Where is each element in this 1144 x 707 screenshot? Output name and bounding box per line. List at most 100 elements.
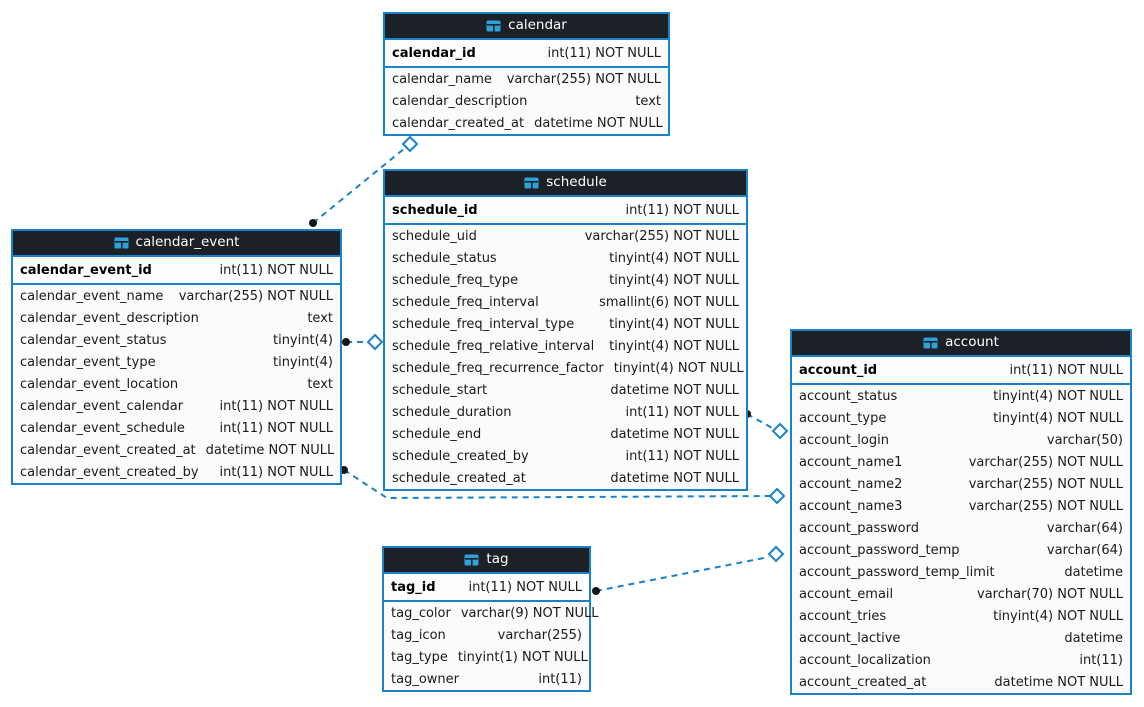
table-schedule-header[interactable]: schedule [385, 171, 746, 197]
column-row: tag_type tinyint(1) NOT NULL [384, 646, 589, 668]
column-name: schedule_freq_relative_interval [392, 338, 595, 354]
primary-key-row: calendar_event_id int(11) NOT NULL [13, 257, 340, 285]
column-row: schedule_freq_relative_interval tinyint(4… [385, 335, 746, 357]
table-schedule: schedule schedule_id int(11) NOT NULL sc… [383, 169, 748, 491]
table-tag-header[interactable]: tag [384, 548, 589, 574]
column-name: calendar_created_at [392, 115, 525, 131]
column-name: schedule_end [392, 426, 482, 442]
column-name: account_password_temp_limit [799, 564, 995, 580]
column-type: tinyint(4) NOT NULL [609, 338, 739, 354]
column-type: datetime [1064, 630, 1123, 646]
column-name: schedule_start [392, 382, 488, 398]
column-row: account_lactive datetime [792, 627, 1130, 649]
column-type: varchar(64) [1046, 520, 1123, 536]
column-name: calendar_event_location [20, 376, 179, 392]
ref-end-diamond-icon [401, 135, 419, 153]
column-type: tinyint(4) NOT NULL [993, 608, 1123, 624]
column-type: tinyint(4) NOT NULL [993, 410, 1123, 426]
column-type: datetime NOT NULL [205, 442, 335, 458]
column-type: tinyint(1) NOT NULL [457, 649, 588, 665]
table-calendar-header[interactable]: calendar [385, 14, 668, 40]
column-name: schedule_duration [392, 404, 512, 420]
column-row: account_password varchar(64) [792, 517, 1130, 539]
column-type: varchar(255) NOT NULL [968, 498, 1123, 514]
column-row: schedule_uid varchar(255) NOT NULL [385, 225, 746, 247]
table-icon [486, 20, 501, 32]
column-name: account_password_temp [799, 542, 960, 558]
column-type: varchar(255) NOT NULL [968, 476, 1123, 492]
primary-key-row: tag_id int(11) NOT NULL [384, 574, 589, 602]
column-name: tag_type [391, 649, 448, 665]
column-name: schedule_uid [392, 228, 477, 244]
column-name: tag_color [391, 605, 451, 621]
column-type: int(11) [1079, 652, 1123, 668]
column-name: calendar_event_name [20, 288, 164, 304]
column-type: varchar(255) NOT NULL [584, 228, 739, 244]
column-name: calendar_event_calendar [20, 398, 184, 414]
column-type: varchar(64) [1046, 542, 1123, 558]
table-account: account account_id int(11) NOT NULL acco… [790, 329, 1132, 695]
table-title: schedule [546, 174, 607, 191]
column-name: account_lactive [799, 630, 901, 646]
column-name: calendar_event_id [20, 262, 152, 278]
column-name: schedule_created_at [392, 470, 526, 486]
column-row: calendar_event_calendar int(11) NOT NULL [13, 395, 340, 417]
fk-end-dot-icon [309, 219, 317, 227]
column-type: datetime NOT NULL [610, 470, 739, 486]
column-name: account_login [799, 432, 889, 448]
table-icon [114, 237, 129, 249]
column-name: calendar_event_status [20, 332, 167, 348]
table-calendar-event-header[interactable]: calendar_event [13, 231, 340, 257]
column-row: schedule_created_at datetime NOT NULL [385, 467, 746, 489]
column-type: tinyint(4) [272, 332, 333, 348]
table-account-header[interactable]: account [792, 331, 1130, 357]
column-type: varchar(50) [1046, 432, 1123, 448]
column-name: account_name2 [799, 476, 903, 492]
column-name: account_email [799, 586, 894, 602]
column-type: datetime NOT NULL [610, 382, 739, 398]
table-icon [923, 337, 938, 349]
column-type: int(11) NOT NULL [625, 202, 739, 218]
column-type: datetime NOT NULL [610, 426, 739, 442]
column-name: calendar_event_created_by [20, 464, 199, 480]
ref-end-diamond-icon [767, 545, 785, 563]
table-title: calendar_event [135, 234, 240, 251]
table-calendar: calendar calendar_id int(11) NOT NULL ca… [383, 12, 670, 136]
column-name: calendar_event_description [20, 310, 199, 326]
fk-end-dot-icon [592, 587, 600, 595]
column-name: schedule_freq_type [392, 272, 519, 288]
column-row: account_password_temp varchar(64) [792, 539, 1130, 561]
column-name: account_created_at [799, 674, 927, 690]
column-name: account_password [799, 520, 920, 536]
column-type: tinyint(4) NOT NULL [609, 272, 739, 288]
column-name: account_localization [799, 652, 931, 668]
primary-key-row: account_id int(11) NOT NULL [792, 357, 1130, 385]
ref-end-diamond-icon [771, 422, 789, 440]
column-type: tinyint(4) NOT NULL [609, 250, 739, 266]
column-row: schedule_freq_type tinyint(4) NOT NULL [385, 269, 746, 291]
column-type: smallint(6) NOT NULL [599, 294, 739, 310]
column-row: calendar_event_status tinyint(4) [13, 329, 340, 351]
column-type: tinyint(4) [272, 354, 333, 370]
column-type: int(11) NOT NULL [219, 398, 333, 414]
column-name: account_status [799, 388, 898, 404]
